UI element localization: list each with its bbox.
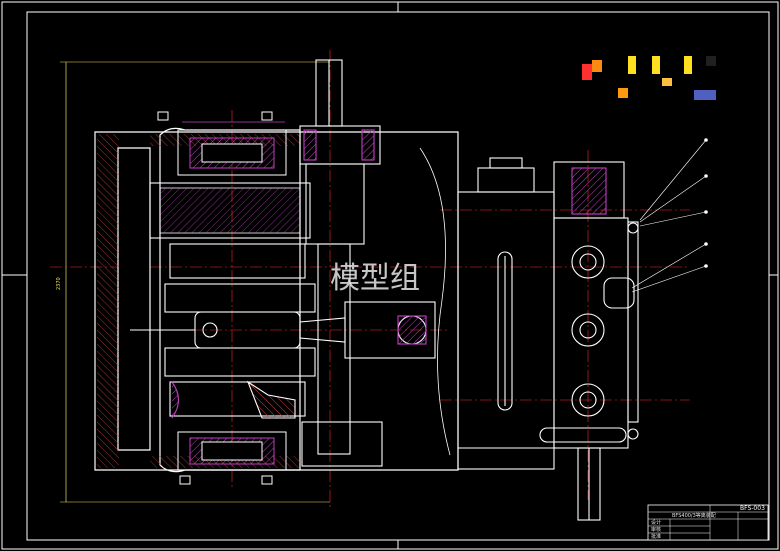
pump-head bbox=[539, 161, 639, 521]
title-block: BFS400/3等离装配 BFS-003 设计 审核 批准 bbox=[647, 504, 769, 541]
pump-middle-body bbox=[457, 157, 555, 470]
part-leaders bbox=[631, 138, 708, 293]
crankcase-housing bbox=[94, 127, 459, 473]
title-block-row-designer: 设计 bbox=[651, 519, 661, 526]
title-block-row-approver: 批准 bbox=[651, 533, 661, 540]
blurred-notes bbox=[582, 56, 716, 100]
crankshaft bbox=[149, 182, 316, 419]
watermark-text: 模型组 bbox=[330, 261, 420, 296]
title-block-part-code: BFS-003 bbox=[740, 505, 765, 512]
housing-hatch-left bbox=[97, 134, 119, 468]
top-bearing bbox=[157, 111, 287, 176]
overall-dimension-label: 2370 bbox=[56, 277, 62, 290]
bottom-bearing bbox=[177, 431, 287, 485]
title-block-drawing-title: BFS400/3等离装配 bbox=[672, 512, 716, 519]
drive-shaft bbox=[299, 59, 383, 467]
overall-dimension: 2370 bbox=[56, 61, 330, 503]
title-block-row-checker: 审核 bbox=[651, 526, 661, 533]
connecting-rod bbox=[130, 301, 436, 359]
